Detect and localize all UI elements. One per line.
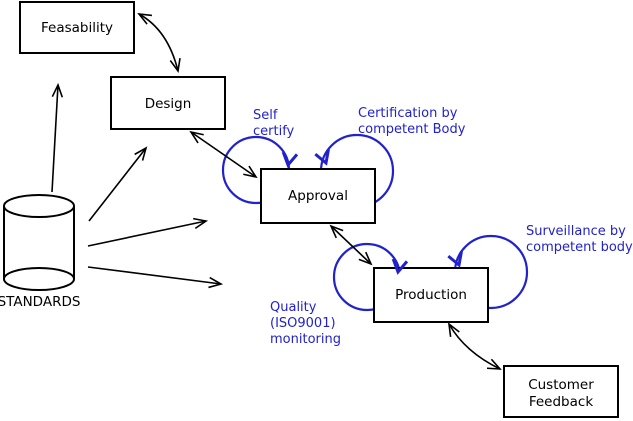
certification-annotation-line1: Certification by	[358, 106, 458, 121]
surveillance-loop-arrowhead-icon	[447, 251, 463, 268]
node-customer-feedback-label-line1: Customer	[528, 377, 594, 393]
node-approval-label: Approval	[288, 188, 348, 204]
node-approval-box	[260, 168, 376, 224]
node-design-box	[110, 76, 226, 130]
node-customer-feedback-box	[503, 365, 619, 418]
node-customer-feedback-label-line2: Feedback	[529, 394, 593, 410]
arrow-standards-to-production	[87, 266, 224, 289]
arrow-approval-production	[329, 224, 373, 266]
surveillance-annotation-line1: Surveillance by	[526, 224, 626, 239]
quality-annotation-line1: Quality	[270, 300, 317, 315]
quality-annotation-line3: monitoring	[270, 332, 341, 347]
arrow-feasability-design	[137, 12, 181, 74]
node-production-box	[373, 267, 489, 323]
node-feasability-label: Feasability	[41, 20, 113, 36]
quality-loop-arrowhead-icon	[391, 258, 409, 275]
arrow-production-customer-feedback	[447, 322, 502, 370]
arrow-standards-to-feasability	[51, 82, 64, 193]
certification-annotation-line2: competent Body	[358, 122, 466, 137]
node-production-label: Production	[395, 287, 467, 303]
quality-annotation-line2: (ISO9001)	[270, 316, 336, 331]
standards-cylinder	[3, 194, 75, 291]
self-certify-annotation-line1: Self	[253, 108, 278, 123]
arrow-design-approval	[189, 130, 258, 179]
self-certify-loop-arrowhead-icon	[281, 151, 299, 168]
node-design-label: Design	[145, 96, 192, 112]
certification-loop-arrowhead-icon	[314, 149, 330, 166]
arrow-standards-to-design	[88, 146, 148, 222]
standards-label: STANDARDS	[0, 294, 80, 310]
arrow-standards-to-approval	[87, 217, 209, 247]
surveillance-annotation-line2: competent body	[526, 240, 633, 255]
self-certify-annotation-line2: certify	[253, 124, 295, 139]
node-feasability-box	[19, 1, 135, 54]
